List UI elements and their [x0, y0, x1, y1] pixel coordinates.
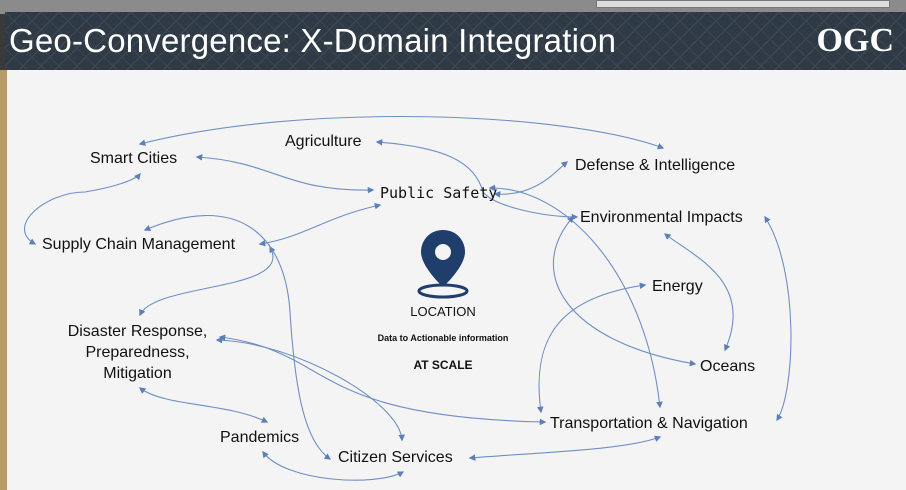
arrow-smartcities-publicsafety	[195, 154, 375, 194]
node-pandemics: Pandemics	[220, 429, 300, 446]
node-disaster: Disaster Response, Preparedness, Mitigat…	[67, 323, 208, 382]
arrow-supply-smartcities	[23, 172, 141, 245]
node-public-safety: Public Safety	[380, 184, 498, 202]
center-scale: AT SCALE	[413, 358, 473, 372]
slide-title: Geo-Convergence: X-Domain Integration	[9, 22, 617, 59]
node-agriculture: Agriculture	[285, 133, 362, 150]
arrow-env-transport	[764, 215, 792, 422]
node-energy: Energy	[652, 278, 703, 295]
node-defense: Defense & Intelligence	[575, 157, 736, 174]
arrow-energy-transport	[537, 282, 647, 414]
center-label: LOCATION	[410, 304, 476, 319]
address-bar[interactable]	[596, 0, 890, 8]
node-supply-chain: Supply Chain Management	[42, 236, 236, 253]
connection-arrows	[23, 115, 792, 481]
arrow-pandemics-citizen	[262, 450, 405, 481]
left-edge-decoration	[0, 70, 7, 490]
node-transportation: Transportation & Navigation	[550, 415, 748, 432]
node-citizen: Citizen Services	[338, 449, 453, 466]
arrow-disaster-transport	[218, 334, 547, 426]
arrow-env-oceans-2	[663, 233, 734, 352]
node-environmental: Environmental Impacts	[580, 209, 743, 226]
node-oceans: Oceans	[700, 358, 756, 375]
header-pattern	[5, 12, 906, 70]
slide-header: Geo-Convergence: X-Domain Integration OG…	[5, 12, 906, 70]
arrow-citizen-transport	[468, 435, 662, 461]
arrow-disaster-pandemics	[138, 387, 269, 423]
arrow-supply-publicsafety	[258, 202, 382, 247]
center-subtitle: Data to Actionable information	[377, 333, 509, 343]
arrow-supply-disaster	[139, 245, 276, 317]
browser-strip	[0, 0, 906, 14]
ogc-logo: OGC	[816, 22, 894, 59]
node-smart-cities: Smart Cities	[90, 150, 178, 167]
slide: Geo-Convergence: X-Domain Integration OG…	[5, 12, 906, 490]
arrow-disaster-citizen	[215, 336, 406, 442]
location-pin-icon	[417, 230, 469, 299]
arrow-smartcities-defense	[138, 115, 665, 150]
